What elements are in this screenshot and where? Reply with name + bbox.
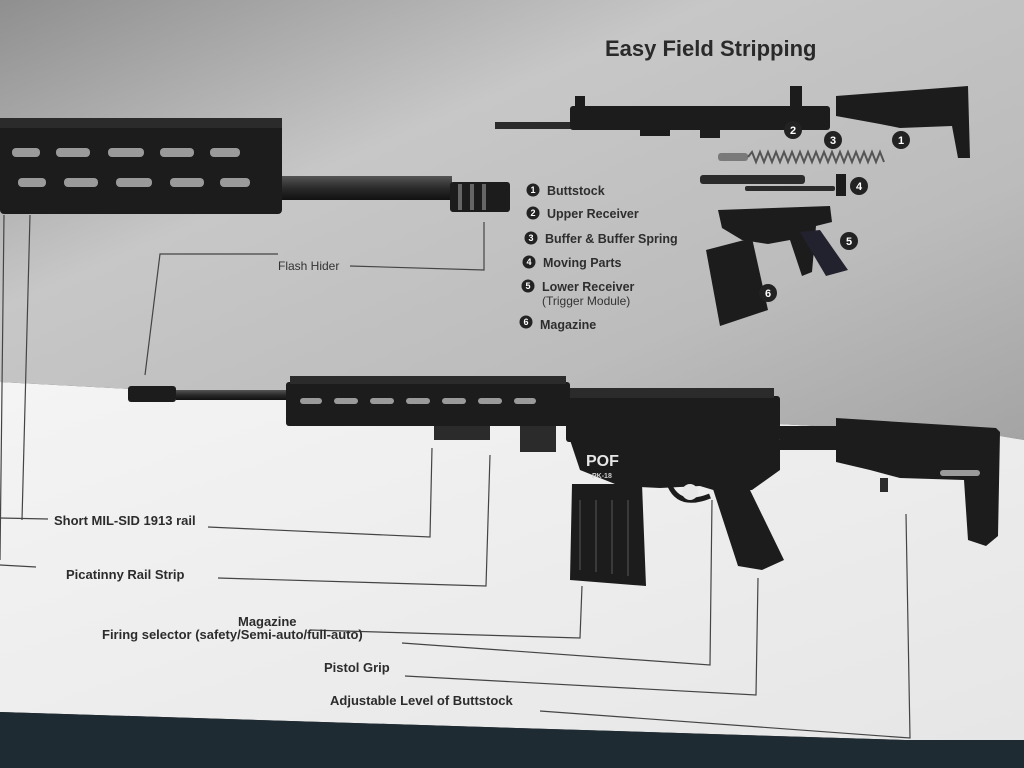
label-short-rail: Short MIL-SID 1913 rail [54,513,196,528]
legend-item-lower-receiver: Lower Receiver [542,280,635,294]
parts-legend: 1 Buttstock 2 Upper Receiver 3 Buffer & … [519,183,678,332]
svg-text:2: 2 [530,208,535,218]
callout-6: 6 [765,288,771,300]
callout-2: 2 [790,125,796,137]
label-picatinny: Picatinny Rail Strip [66,567,185,582]
legend-item-buttstock: Buttstock [547,184,605,198]
label-pistol-grip: Pistol Grip [324,660,390,675]
legend-item-buffer: Buffer & Buffer Spring [545,232,678,246]
legend-item-upper-receiver: Upper Receiver [547,207,639,221]
magazine-part [706,238,768,326]
assembled-rifle: POF PK-18 [128,376,1000,586]
svg-text:3: 3 [528,233,533,243]
label-firing-selector: Firing selector (safety/Semi-auto/full-a… [102,627,363,642]
callout-5: 5 [846,236,852,248]
rifle-brand-marking: POF [586,453,619,470]
flash-hider-leader [144,253,278,376]
callout-1: 1 [898,135,904,147]
legend-item-magazine: Magazine [540,318,596,332]
lower-receiver-part [718,206,848,276]
legend-item-moving-parts: Moving Parts [543,256,622,270]
svg-text:6: 6 [523,317,528,327]
callout-3: 3 [830,135,836,147]
label-buttstock: Adjustable Level of Buttstock [330,693,514,708]
feature-labels: Short MIL-SID 1913 rail Picatinny Rail S… [0,447,911,739]
buttstock-part [836,86,970,158]
legend-item-lower-receiver-sub: (Trigger Module) [542,294,630,308]
upper-receiver-part [495,86,830,138]
page-title: Easy Field Stripping [605,36,816,61]
moving-parts [700,174,846,196]
label-magazine: Magazine [238,614,297,629]
handguard-closeup [0,118,510,214]
flash-hider-label: Flash Hider [278,259,339,273]
svg-text:5: 5 [525,281,530,291]
buffer-spring-part [718,149,885,165]
callout-4: 4 [856,181,863,193]
svg-text:4: 4 [526,257,531,267]
svg-text:1: 1 [530,185,535,195]
metal-panel [0,0,1024,440]
callout-badges: 1 2 3 4 5 6 [759,121,910,302]
rifle-model-marking: PK-18 [592,473,612,480]
